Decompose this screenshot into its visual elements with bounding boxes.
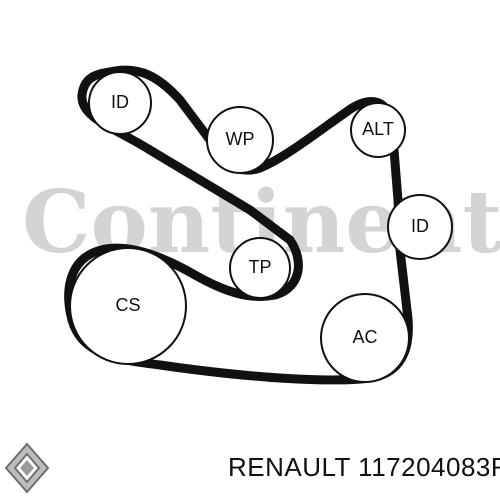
pulley-label: AC (352, 327, 377, 347)
pulley-label: ID (411, 216, 429, 236)
part-number-caption: RENAULT 117204083R (228, 452, 500, 482)
pulley-id-top: ID (88, 71, 152, 135)
pulley-tp: TP (229, 237, 291, 299)
pulley-ac: AC (320, 293, 410, 383)
pulley-wp: WP (206, 106, 274, 174)
pulley-id-right: ID (387, 194, 453, 260)
pulley-cs: CS (69, 247, 187, 365)
pulley-label: TP (248, 257, 271, 277)
pulley-alt: ALT (350, 102, 406, 158)
renault-diamond-logo-icon (4, 442, 50, 494)
pulley-label: WP (226, 129, 255, 149)
pulley-label: ID (111, 92, 129, 112)
pulley-label: CS (115, 295, 140, 315)
pulley-label: ALT (362, 119, 394, 139)
